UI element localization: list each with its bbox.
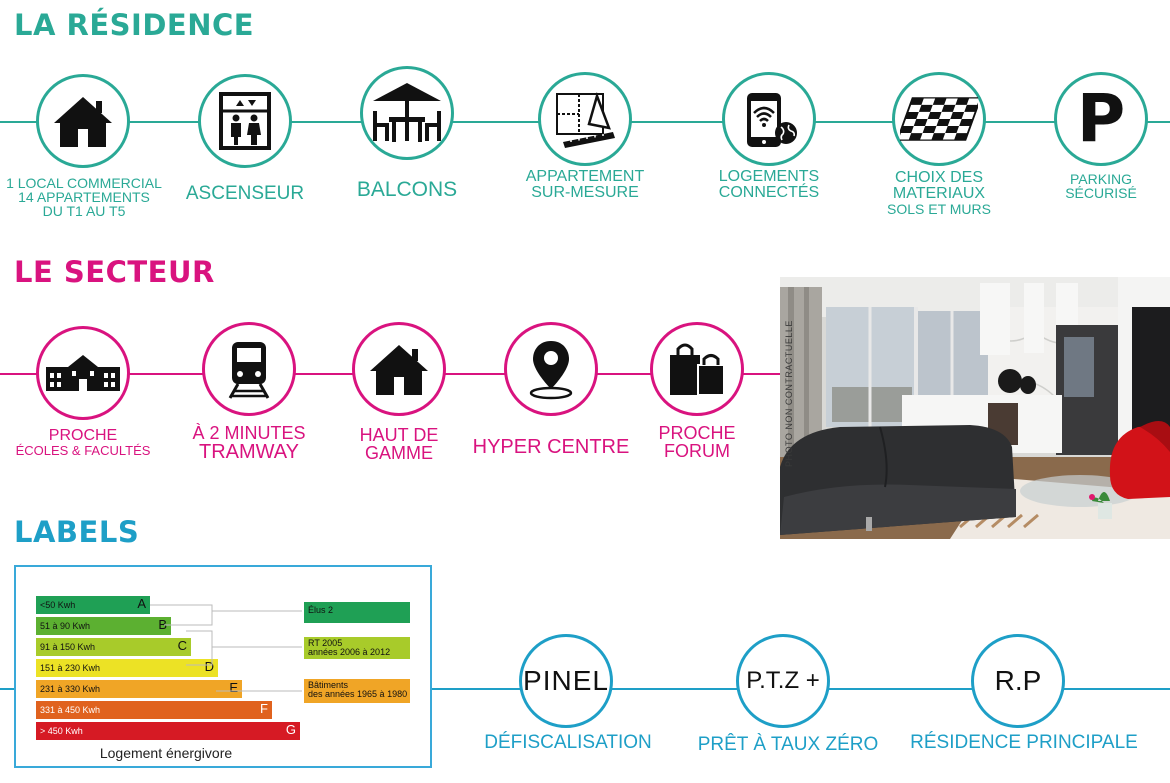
residence-floorplan-circle xyxy=(538,72,632,166)
secteur-school-label: PROCHE ÉCOLES & FACULTÉS xyxy=(15,427,151,458)
energy-bar-letter: C xyxy=(177,638,187,653)
energy-bar-letter: G xyxy=(285,722,296,737)
residence-elevator-circle xyxy=(198,74,292,168)
rp-label: RÉSIDENCE PRINCIPALE xyxy=(910,732,1138,753)
energy-brackets xyxy=(150,604,302,692)
house-icon xyxy=(370,345,428,395)
house-icon xyxy=(54,97,112,147)
secteur-center-label: HYPER CENTRE xyxy=(472,436,630,458)
energy-bar-d: 151 à 230 Kwh D xyxy=(36,659,218,677)
tram-icon xyxy=(228,342,270,399)
pinel-code: PINEL xyxy=(523,665,609,696)
secteur-forum-circle xyxy=(650,322,744,416)
energy-label-chart: <50 Kwh A 51 à 90 Kwh B 91 à 150 Kwh C 151 à 2… xyxy=(14,565,432,768)
energy-bar-a: <50 Kwh A xyxy=(36,596,150,614)
energy-bar-letter: F xyxy=(260,701,268,716)
energy-bar-letter: E xyxy=(229,680,238,695)
energy-bar-range: 331 à 450 Kwh xyxy=(40,705,101,715)
residence-local-label: 1 LOCAL COMMERCIAL 14 APPARTEMENTS DU T1… xyxy=(6,175,162,219)
energy-box-rt2005: RT 2005 années 2006 à 2012 xyxy=(304,637,410,659)
pinel-label: DÉFISCALISATION xyxy=(484,732,652,753)
residence-balcony-label: BALCONS xyxy=(356,178,458,201)
residence-materials-circle xyxy=(892,72,986,166)
tiles-icon xyxy=(900,97,978,141)
energy-bar-range: > 450 Kwh xyxy=(40,726,83,736)
secteur-forum-label: PROCHE FORUM xyxy=(658,423,736,461)
residence-parking-circle: P xyxy=(1054,72,1148,166)
energy-bar-c: 91 à 150 Kwh C xyxy=(36,638,191,656)
residence-connected-circle xyxy=(722,72,816,166)
parking-icon: P xyxy=(1076,80,1126,157)
balcony-table-icon xyxy=(373,83,441,142)
photo-caption: PHOTO NON CONTRACTUELLE xyxy=(784,320,794,467)
energy-bar-range: <50 Kwh xyxy=(40,600,76,610)
residence-balcony-circle xyxy=(360,66,454,160)
secteur-tram-circle xyxy=(202,322,296,416)
elevator-icon xyxy=(219,92,271,150)
secteur-premium-label: HAUT DE GAMME xyxy=(359,425,439,463)
secteur-tram-label: À 2 MINUTES TRAMWAY xyxy=(192,423,306,463)
energy-bar-f: 331 à 450 Kwh F xyxy=(36,701,272,719)
energy-bar-range: 51 à 90 Kwh xyxy=(40,621,91,631)
energy-bar-letter: A xyxy=(137,596,146,611)
secteur-center-circle xyxy=(504,322,598,416)
labels-title: LABELS xyxy=(14,515,140,549)
residence-floorplan-label: APPARTEMENT SUR-MESURE xyxy=(525,168,645,201)
ptz-circle: P.T.Z + xyxy=(736,634,830,728)
photo-caption-wrap: PHOTO NON CONTRACTUELLE xyxy=(784,307,798,467)
energy-bar-b: 51 à 90 Kwh B xyxy=(36,617,171,635)
living-room-image xyxy=(780,277,1170,539)
energy-bar-g: > 450 Kwh G xyxy=(36,722,300,740)
rp-code: R.P xyxy=(994,665,1042,696)
floorplan-icon xyxy=(556,92,615,148)
residence-title: LA RÉSIDENCE xyxy=(14,8,255,42)
energy-bar-range: 91 à 150 Kwh xyxy=(40,642,96,652)
energy-bar-letter: D xyxy=(204,659,214,674)
energy-bar-range: 231 à 330 Kwh xyxy=(40,684,101,694)
shopping-bags-icon xyxy=(670,343,725,396)
energy-bar-e: 231 à 330 Kwh E xyxy=(36,680,242,698)
smartphone-wifi-icon xyxy=(747,93,797,147)
rp-circle: R.P xyxy=(971,634,1065,728)
location-pin-icon xyxy=(529,341,573,400)
ptz-code: P.T.Z + xyxy=(746,667,820,694)
energy-box-1965: Bâtiments des années 1965 à 1980 xyxy=(304,679,410,703)
secteur-school-circle xyxy=(36,326,130,420)
residence-connected-label: LOGEMENTS CONNECTÉS xyxy=(718,168,820,201)
residence-local-circle xyxy=(36,74,130,168)
energy-bar-range: 151 à 230 Kwh xyxy=(40,663,101,673)
secteur-title: LE SECTEUR xyxy=(14,255,215,289)
residence-elevator-label: ASCENSEUR xyxy=(185,183,305,204)
school-icon xyxy=(46,355,120,391)
energy-bar-letter: B xyxy=(158,617,167,632)
pinel-circle: PINEL xyxy=(519,634,613,728)
ptz-label: PRÊT À TAUX ZÉRO xyxy=(697,734,879,755)
energy-caption: Logement énergivore xyxy=(99,745,233,761)
secteur-premium-circle xyxy=(352,322,446,416)
residence-materials-label: CHOIX DES MATERIAUX SOLS ET MURS xyxy=(887,169,991,217)
residence-parking-label: PARKING SÉCURISÉ xyxy=(1065,171,1137,201)
energy-box-elus: Élus 2 xyxy=(304,602,410,623)
interior-photo: PHOTO NON CONTRACTUELLE xyxy=(780,277,1170,539)
